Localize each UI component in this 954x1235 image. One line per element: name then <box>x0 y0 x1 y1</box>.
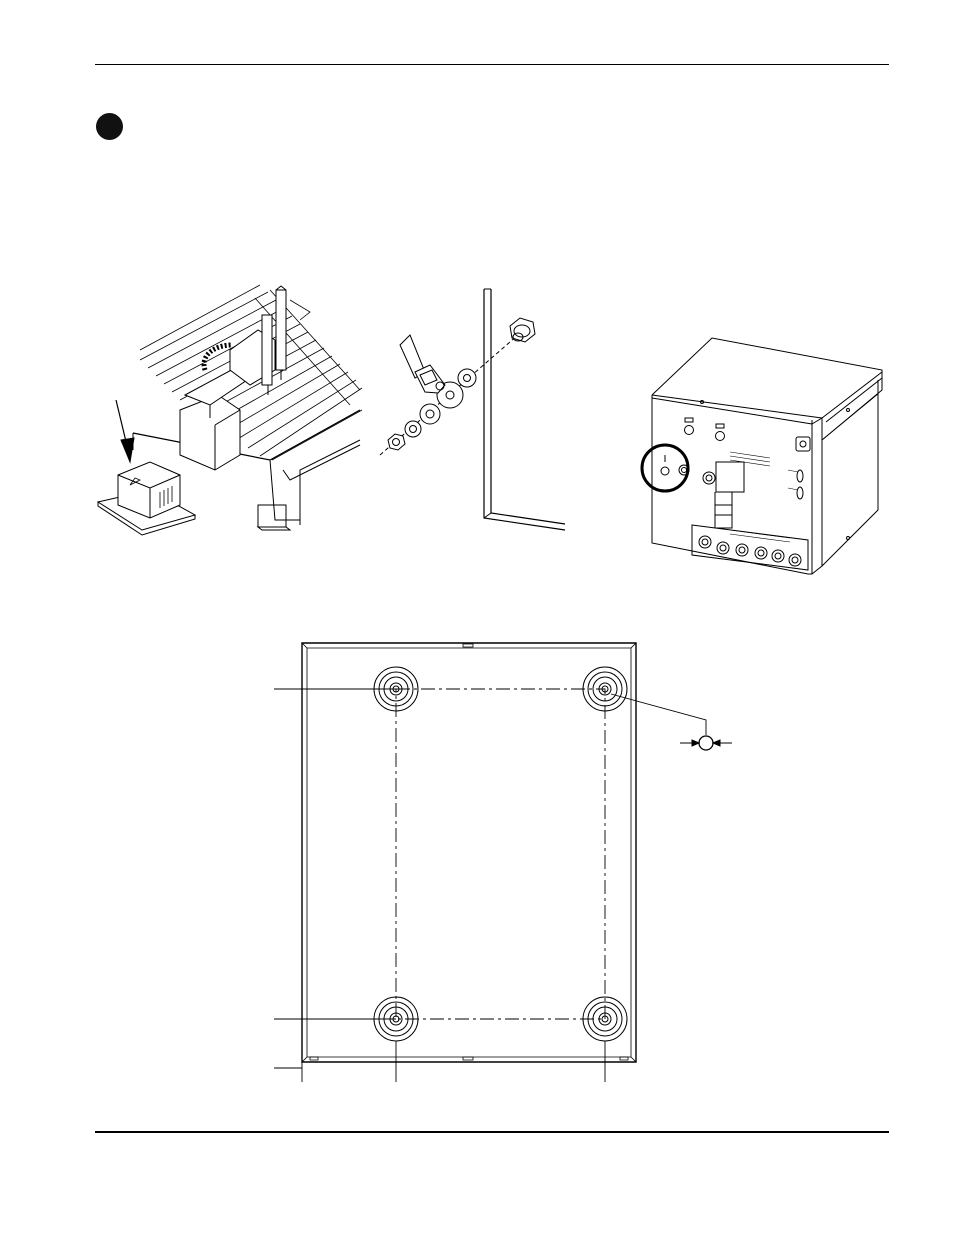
mount-hardware-illustration <box>380 289 565 530</box>
enclosure-illustration <box>642 338 882 574</box>
mounting-hole-layout <box>274 643 732 1082</box>
table-illustration <box>98 285 362 535</box>
footer-rule <box>95 1131 889 1133</box>
step-bullet <box>96 113 123 140</box>
header-rule <box>95 64 889 65</box>
foot-top-right <box>583 667 627 711</box>
